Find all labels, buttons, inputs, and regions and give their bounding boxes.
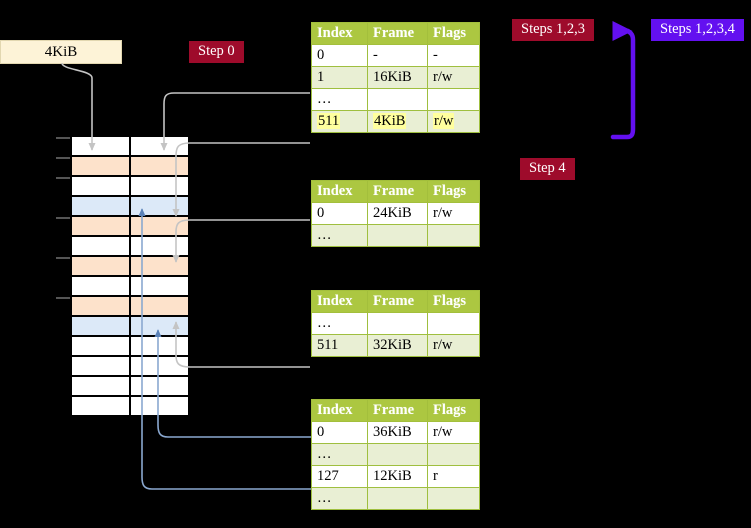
page-table-pt: Index Frame Flags 0 36KiB r/w … 127 12Ki… — [311, 399, 480, 510]
cell-index: 0 — [311, 44, 368, 67]
source-frame-box: 4KiB — [0, 40, 122, 64]
memory-grid-divider — [129, 136, 131, 416]
steps123-badge: Steps 1,2,3 — [512, 19, 595, 41]
cell-frame — [367, 443, 428, 466]
column-header-frame: Frame — [367, 180, 428, 203]
cell-flags: r/w — [427, 110, 480, 133]
cell-frame — [367, 312, 428, 335]
table-row[interactable]: 127 12KiB r — [311, 465, 480, 488]
column-header-frame: Frame — [367, 22, 428, 45]
column-header-index: Index — [311, 399, 368, 422]
cell-frame — [367, 487, 428, 510]
table-header-row: Index Frame Flags — [311, 399, 480, 422]
cell-frame: - — [367, 44, 428, 67]
column-header-flags: Flags — [427, 22, 480, 45]
step0-badge: Step 0 — [189, 41, 244, 63]
cell-flags — [427, 312, 480, 335]
page-table-pd: Index Frame Flags … 511 32KiB r/w — [311, 290, 480, 357]
cell-index: … — [311, 487, 368, 510]
cell-frame: 32KiB — [367, 334, 428, 357]
physical-memory-grid — [70, 136, 190, 416]
page-table-pdpt: Index Frame Flags 0 24KiB r/w … — [311, 180, 480, 247]
cell-flags: r/w — [427, 334, 480, 357]
cell-index: … — [311, 443, 368, 466]
cell-index: 0 — [311, 202, 368, 225]
scale-tick — [56, 297, 70, 299]
cell-frame: 24KiB — [367, 202, 428, 225]
steps123-label: Steps 1,2,3 — [521, 21, 586, 37]
column-header-frame: Frame — [367, 290, 428, 313]
scale-tick — [56, 257, 70, 259]
cell-flags — [427, 487, 480, 510]
cell-index-value: 511 — [317, 112, 341, 129]
column-header-index: Index — [311, 180, 368, 203]
column-header-index: Index — [311, 290, 368, 313]
memory-grid-right-edge — [188, 136, 190, 416]
cell-frame: 12KiB — [367, 465, 428, 488]
step4-badge: Step 4 — [520, 158, 575, 180]
cell-flags: r/w — [427, 421, 480, 444]
cell-index: 127 — [311, 465, 368, 488]
cell-index: 511 — [311, 110, 368, 133]
cell-flags — [427, 88, 480, 111]
cell-flags — [427, 224, 480, 247]
cell-flags: r/w — [427, 66, 480, 89]
source-frame-label: 4KiB — [44, 43, 78, 60]
memory-grid-left-edge — [70, 136, 72, 416]
cell-index: … — [311, 88, 368, 111]
table-row[interactable]: 0 - - — [311, 44, 480, 67]
cell-index: … — [311, 224, 368, 247]
scale-tick — [56, 177, 70, 179]
cell-flags — [427, 443, 480, 466]
column-header-frame: Frame — [367, 399, 428, 422]
cell-flags-value: r/w — [433, 112, 455, 129]
steps1234-label: Steps 1,2,3,4 — [660, 21, 735, 37]
steps1234-bracket-arrow[interactable] — [610, 20, 636, 140]
table-row[interactable]: … — [311, 487, 480, 510]
cell-flags: r/w — [427, 202, 480, 225]
column-header-index: Index — [311, 22, 368, 45]
scale-tick — [56, 157, 70, 159]
cell-frame: 16KiB — [367, 66, 428, 89]
cell-index: 1 — [311, 66, 368, 89]
table-row[interactable]: 1 16KiB r/w — [311, 66, 480, 89]
column-header-flags: Flags — [427, 399, 480, 422]
table-row[interactable]: 511 4KiB r/w — [311, 110, 480, 133]
step0-label: Step 0 — [198, 43, 235, 59]
table-row[interactable]: 0 24KiB r/w — [311, 202, 480, 225]
cell-frame: 36KiB — [367, 421, 428, 444]
table-row[interactable]: … — [311, 88, 480, 111]
cell-frame-value: 4KiB — [373, 112, 407, 129]
step4-label: Step 4 — [529, 160, 566, 176]
connector-pdpt-row0 — [172, 219, 310, 263]
scale-tick — [56, 217, 70, 219]
column-header-flags: Flags — [427, 180, 480, 203]
table-header-row: Index Frame Flags — [311, 180, 480, 203]
table-row[interactable]: … — [311, 224, 480, 247]
table-header-row: Index Frame Flags — [311, 22, 480, 45]
cell-index: 0 — [311, 421, 368, 444]
cell-index: 511 — [311, 334, 368, 357]
cell-index: … — [311, 312, 368, 335]
column-header-flags: Flags — [427, 290, 480, 313]
page-table-pml4: Index Frame Flags 0 - - 1 16KiB r/w … 51… — [311, 22, 480, 133]
cell-frame — [367, 224, 428, 247]
steps1234-badge: Steps 1,2,3,4 — [651, 19, 744, 41]
connector-pd-row511 — [172, 321, 310, 368]
cell-flags: - — [427, 44, 480, 67]
connector-pml4-row511 — [172, 142, 310, 217]
table-row[interactable]: … — [311, 312, 480, 335]
table-header-row: Index Frame Flags — [311, 290, 480, 313]
cell-frame: 4KiB — [367, 110, 428, 133]
cell-frame — [367, 88, 428, 111]
table-row[interactable]: 0 36KiB r/w — [311, 421, 480, 444]
table-row[interactable]: 511 32KiB r/w — [311, 334, 480, 357]
cell-flags: r — [427, 465, 480, 488]
scale-tick — [56, 137, 70, 139]
table-row[interactable]: … — [311, 443, 480, 466]
